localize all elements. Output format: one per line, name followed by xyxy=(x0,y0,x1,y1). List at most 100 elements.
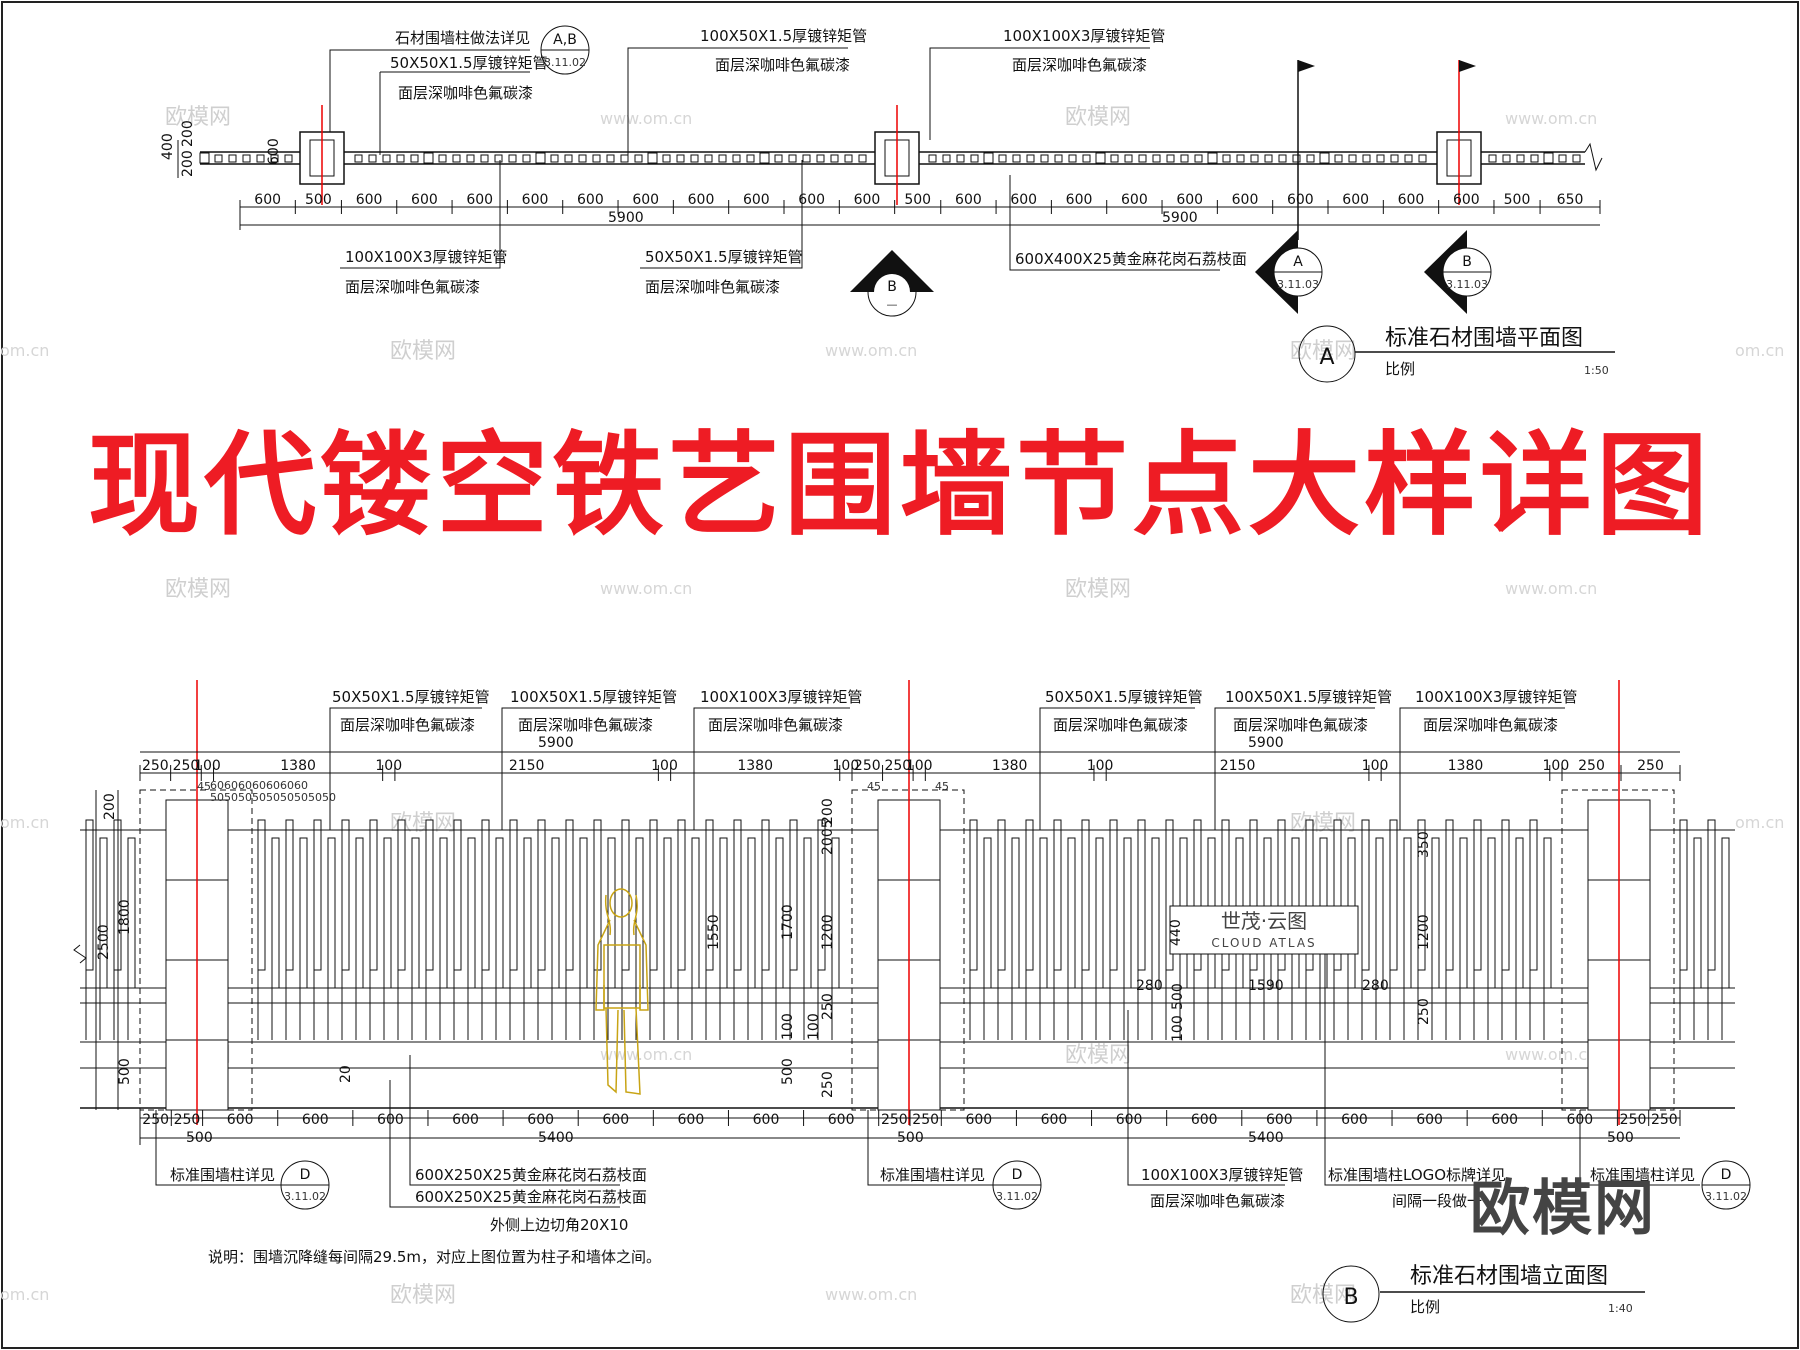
svg-text:标准围墙柱详见: 标准围墙柱详见 xyxy=(170,1166,275,1184)
elevation-dim-label: 100 xyxy=(906,758,933,774)
watermark-cn: 欧模网 xyxy=(1065,1043,1131,1068)
elevation-dim-label: 100 xyxy=(1362,758,1389,774)
plan-picket xyxy=(438,154,447,163)
plan-picket xyxy=(1180,154,1189,163)
elevation-dim-label: 250 xyxy=(142,758,169,774)
elevation-view: 世茂·云图 CLOUD ATLAS 200 2500 1800 500 1550… xyxy=(73,680,1751,1323)
elevation-vertical-dim: 1550 xyxy=(706,914,722,950)
plan-picket xyxy=(396,154,405,163)
plan-picket xyxy=(844,154,853,163)
elevation-picket xyxy=(747,837,756,989)
elevation-total-dim: 5900 xyxy=(1248,735,1284,751)
elevation-picket xyxy=(1693,837,1702,989)
elevation-callout-line: 100X100X3厚镀锌矩管 xyxy=(700,688,862,706)
plan-picket xyxy=(970,154,979,163)
elevation-picket xyxy=(313,819,322,971)
elevation-picket xyxy=(509,819,518,971)
watermark-url: om.cn xyxy=(0,813,49,832)
plan-picket xyxy=(1095,152,1106,164)
watermark-url: www.om.cn xyxy=(600,109,692,128)
elevation-picket xyxy=(1515,837,1524,989)
svg-text:外侧上边切角20X10: 外侧上边切角20X10 xyxy=(490,1216,628,1234)
elevation-dim-label: 1380 xyxy=(992,758,1028,774)
plan-picket xyxy=(998,154,1007,163)
logo-dim: 250 xyxy=(1416,998,1432,1025)
plan-side-dim: 200 xyxy=(180,150,196,177)
callout-line: 面层深咖啡色氟碳漆 xyxy=(345,278,480,296)
elevation-bottom-dim-label: 600 xyxy=(1191,1112,1218,1128)
callout-line: 石材围墙柱做法详见 xyxy=(395,29,530,47)
plan-picket xyxy=(535,152,546,164)
plan-picket xyxy=(676,154,685,163)
plan-picket xyxy=(1082,154,1091,163)
plan-picket xyxy=(1068,154,1077,163)
elevation-callout-leader xyxy=(1214,707,1375,830)
elevation-picket xyxy=(1053,819,1062,971)
elevation-picket xyxy=(831,837,840,989)
watermark-cn: 欧模网 xyxy=(165,105,231,130)
plan-callout: 100X100X3厚镀锌矩管 面层深咖啡色氟碳漆 xyxy=(340,160,507,296)
elevation-picket xyxy=(1081,819,1090,971)
elevation-picket xyxy=(691,837,700,989)
elevation-picket xyxy=(1543,837,1552,989)
watermark-cn: 欧模网 xyxy=(1065,105,1131,130)
elevation-picket xyxy=(1361,819,1370,971)
elevation-bottom-dim-label: 600 xyxy=(965,1112,992,1128)
elevation-vertical-dim: 1700 xyxy=(780,904,796,940)
elevation-picket xyxy=(565,819,574,971)
plan-picket xyxy=(494,154,503,163)
elevation-picket xyxy=(803,837,812,989)
elevation-dim-label: 100 xyxy=(1543,758,1570,774)
watermark-layer: 欧模网 www.om.cn 欧模网 www.om.cn om.cn 欧模网 ww… xyxy=(0,105,1784,1308)
plan-picket xyxy=(368,154,377,163)
plan-picket xyxy=(788,154,797,163)
elevation-bottom-dim-label: 600 xyxy=(1266,1112,1293,1128)
elevation-callout-line: 100X100X3厚镀锌矩管 xyxy=(1415,688,1577,706)
plan-picket xyxy=(1264,154,1273,163)
elevation-bottom-dim-label: 600 xyxy=(1416,1112,1443,1128)
elevation-bottom-total: 5400 xyxy=(538,1130,574,1146)
svg-text:标准围墙柱LOGO标牌详见: 标准围墙柱LOGO标牌详见 xyxy=(1328,1166,1506,1184)
plan-dim-label: 500 xyxy=(1504,192,1531,208)
elevation-dim-label: 100 xyxy=(375,758,402,774)
plan-picket xyxy=(423,152,434,164)
watermark-url: www.om.cn xyxy=(1505,1045,1597,1064)
svg-text:面层深咖啡色氟碳漆: 面层深咖啡色氟碳漆 xyxy=(1150,1192,1285,1210)
elevation-callout: 600X250X25黄金麻花岗石荔枝面 外侧上边切角20X10 xyxy=(389,1080,647,1234)
plan-picket xyxy=(522,154,531,163)
elevation-picket xyxy=(257,819,266,971)
plan-picket xyxy=(256,154,265,163)
elevation-bottom-dim-label: 250 xyxy=(881,1112,908,1128)
svg-text:D: D xyxy=(1721,1167,1732,1183)
elevation-callout-line: 面层深咖啡色氟碳漆 xyxy=(708,716,843,734)
plan-picket xyxy=(662,154,671,163)
elevation-picket xyxy=(411,837,420,989)
elevation-vertical-dim: 2005 xyxy=(820,819,836,855)
plan-picket xyxy=(759,152,770,164)
elevation-callout-line: 50X50X1.5厚镀锌矩管 xyxy=(1045,688,1203,706)
elevation-picket xyxy=(495,837,504,989)
watermark-cn: 欧模网 xyxy=(390,1283,456,1308)
elevation-dim-label: 2150 xyxy=(1220,758,1256,774)
elevation-picket xyxy=(969,819,978,971)
elevation-side-dim: 1800 xyxy=(117,899,133,935)
plan-picket xyxy=(774,154,783,163)
elevation-picket xyxy=(1067,837,1076,989)
plan-dim-label: 600 xyxy=(522,192,549,208)
elevation-picket xyxy=(285,819,294,971)
plan-picket xyxy=(647,152,658,164)
elevation-picket xyxy=(1473,819,1482,971)
elevation-bottom-dim-label: 600 xyxy=(302,1112,329,1128)
plan-dim-label: 600 xyxy=(798,192,825,208)
section-marker-b-mid: B — xyxy=(850,250,934,317)
elevation-base-dim: 20 xyxy=(338,1065,354,1083)
plan-picket xyxy=(242,154,251,163)
elevation-bottom-dim-label: 600 xyxy=(602,1112,629,1128)
elevation-bottom-dim-label: 600 xyxy=(1041,1112,1068,1128)
elevation-vertical-dim: 1200 xyxy=(820,914,836,950)
logo-dim: 280 xyxy=(1362,978,1389,994)
plan-callout: 100X100X3厚镀锌矩管 面层深咖啡色氟碳漆 xyxy=(929,27,1165,140)
svg-text:—: — xyxy=(887,298,898,311)
elevation-callout-leader xyxy=(1399,707,1565,830)
